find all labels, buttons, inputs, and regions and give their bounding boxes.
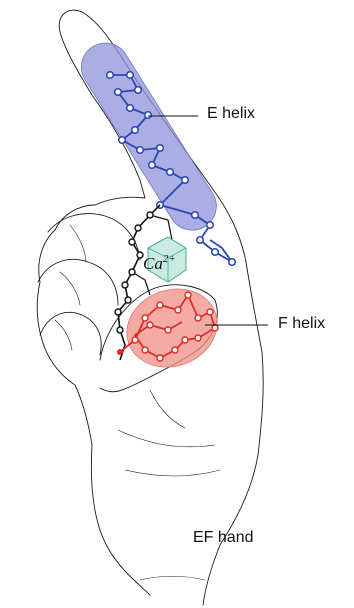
knuckle-crease-1 xyxy=(70,225,86,262)
curled-finger-3 xyxy=(40,312,101,355)
calcium-ion-label: Ca2+ xyxy=(143,254,176,272)
loop-sidechain-1 xyxy=(150,215,172,240)
f-helix xyxy=(116,277,228,380)
ef-hand-caption: EF hand xyxy=(193,530,253,546)
ion-symbol: Ca xyxy=(143,254,163,273)
curled-finger-2 xyxy=(38,259,118,305)
palm-crease-1 xyxy=(118,430,215,447)
knuckle-crease-3 xyxy=(55,320,72,350)
e-helix-cylinder xyxy=(72,34,225,239)
f-helix-label: F helix xyxy=(278,316,325,332)
e-helix-label: E helix xyxy=(207,106,255,122)
e-helix xyxy=(72,34,235,265)
thumb-crease xyxy=(150,390,185,428)
ion-charge: 2+ xyxy=(163,253,176,265)
wrist-crease xyxy=(140,576,205,580)
f-helix-start-atom xyxy=(117,349,123,355)
curled-finger-1 xyxy=(48,214,140,260)
palm-crease-2 xyxy=(125,470,220,476)
knuckle-crease-2 xyxy=(60,272,80,305)
